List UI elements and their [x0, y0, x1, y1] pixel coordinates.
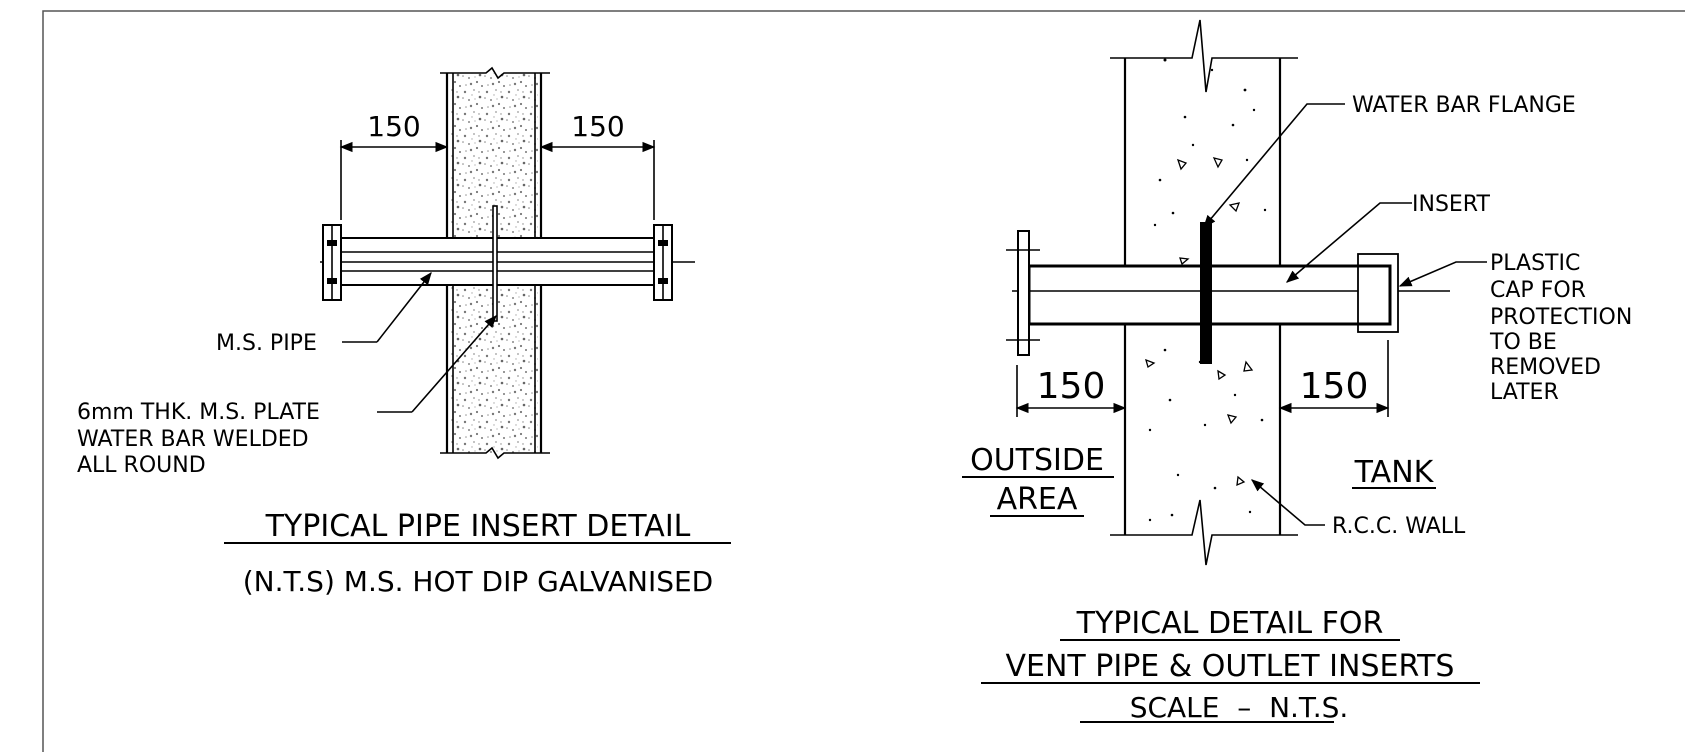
cap-label-line-3: PROTECTION: [1490, 305, 1632, 330]
concrete-aggregate: [1145, 157, 1254, 487]
outside-flange: [1017, 230, 1030, 356]
cap-label-line-2: CAP FOR: [1490, 278, 1586, 303]
rcc-wall-label: R.C.C. WALL: [1332, 514, 1466, 539]
left-dimension-a: 150: [367, 110, 420, 143]
right-dimension-a: 150: [1037, 366, 1106, 407]
pipe-insert-detail: 150 150 M.S. PIPE 6mm THK. M.S. PLATE WA…: [77, 66, 731, 598]
outside-area-label-line-2: AREA: [997, 482, 1078, 517]
water-bar-plate: [492, 205, 498, 322]
right-dimension-b: 150: [1300, 366, 1369, 407]
cap-label-line-5: REMOVED: [1490, 355, 1601, 380]
vent-detail-title-line-1: TYPICAL DETAIL FOR: [1076, 606, 1384, 641]
plate-label-line-3: ALL ROUND: [77, 453, 206, 478]
vent-detail-scale: SCALE – N.T.S.: [1130, 691, 1349, 724]
concrete-dots: [1148, 58, 1267, 522]
pipe-insert-title: TYPICAL PIPE INSERT DETAIL: [265, 509, 691, 544]
tank-label: TANK: [1354, 455, 1435, 490]
cap-label-line-4: TO BE: [1489, 330, 1557, 355]
outside-area-label-line-1: OUTSIDE: [970, 443, 1104, 478]
pipe-insert-subtitle: (N.T.S) M.S. HOT DIP GALVANISED: [243, 565, 714, 598]
plate-label-line-1: 6mm THK. M.S. PLATE: [77, 400, 320, 425]
insert-label: INSERT: [1412, 192, 1490, 217]
left-dimension-b: 150: [571, 110, 624, 143]
vent-pipe-detail: WATER BAR FLANGE INSERT PLASTIC CAP FOR …: [962, 19, 1632, 724]
pipe-label: M.S. PIPE: [216, 331, 317, 356]
cap-label-line-1: PLASTIC: [1490, 251, 1580, 276]
vent-detail-title-line-2: VENT PIPE & OUTLET INSERTS: [1006, 649, 1455, 684]
water-bar-flange: [1200, 222, 1212, 364]
water-bar-flange-label: WATER BAR FLANGE: [1352, 93, 1576, 118]
plate-label-line-2: WATER BAR WELDED: [77, 427, 309, 452]
cap-label-line-6: LATER: [1490, 380, 1559, 405]
sheet-border: [42, 10, 1685, 752]
